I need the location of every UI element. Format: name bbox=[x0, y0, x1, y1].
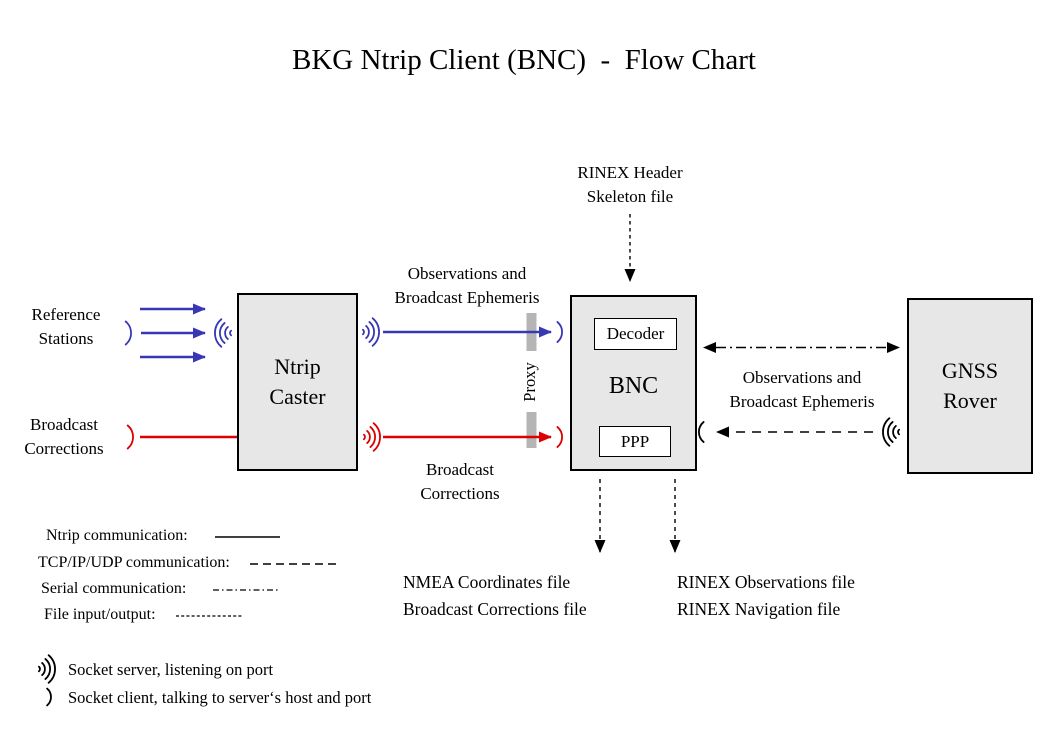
label-observations-ephemeris-top: Observations and Broadcast Ephemeris bbox=[394, 264, 540, 307]
node-gnss-rover: GNSS Rover bbox=[907, 298, 1033, 474]
node-bnc: Decoder BNC PPP bbox=[570, 295, 697, 471]
legend-socket-client: Socket client, talking to server‘s host … bbox=[68, 688, 372, 707]
legend-socket-server: Socket server, listening on port bbox=[68, 660, 274, 679]
socket-server-icon bbox=[38, 654, 56, 684]
label-rinex-header-skeleton: RINEX Header Skeleton file bbox=[577, 163, 683, 206]
socket-server-icon bbox=[882, 417, 900, 447]
legend-item-serial: Serial communication: bbox=[41, 580, 187, 597]
arrows-reference-stations-to-caster bbox=[140, 303, 206, 363]
legend-item-ntrip: Ntrip communication: bbox=[46, 527, 188, 544]
page-title: BKG Ntrip Client (BNC) - Flow Chart bbox=[292, 44, 756, 76]
label-nmea-output-files: NMEA Coordinates file Broadcast Correcti… bbox=[403, 572, 587, 619]
proxy-bar-top bbox=[526, 313, 537, 351]
socket-server-icon bbox=[362, 317, 380, 347]
node-label: BNC bbox=[608, 373, 659, 399]
node-label-line: Rover bbox=[943, 388, 997, 413]
node-label-line: Ntrip bbox=[274, 354, 321, 379]
socket-client-icon bbox=[124, 320, 132, 346]
socket-client-icon bbox=[556, 426, 563, 448]
legend-item-tcpip: TCP/IP/UDP communication: bbox=[38, 554, 230, 571]
node-ppp: PPP bbox=[599, 426, 671, 457]
node-label: PPP bbox=[620, 431, 650, 451]
label-proxy: Proxy bbox=[520, 362, 539, 402]
arrow-bnc-rover-serial bbox=[703, 342, 900, 353]
node-label-line: GNSS bbox=[941, 358, 999, 383]
legend-item-fileio: File input/output: bbox=[44, 606, 156, 623]
label-rinex-output-files: RINEX Observations file RINEX Navigation… bbox=[677, 572, 855, 619]
node-ntrip-caster: Ntrip Caster bbox=[237, 293, 358, 471]
proxy-bar-bottom bbox=[526, 412, 537, 448]
node-label: Decoder bbox=[606, 324, 665, 343]
socket-client-icon bbox=[556, 321, 563, 343]
socket-client-icon bbox=[126, 424, 134, 450]
socket-client-icon bbox=[46, 687, 52, 707]
label-observations-ephemeris-rover: Observations and Broadcast Ephemeris bbox=[729, 368, 875, 411]
socket-client-icon bbox=[698, 421, 705, 443]
node-label-line: Caster bbox=[269, 384, 326, 409]
label-broadcast-corrections-input: Broadcast Corrections bbox=[24, 415, 104, 458]
socket-server-icon bbox=[363, 422, 381, 452]
socket-server-icon bbox=[214, 318, 232, 348]
node-decoder: Decoder bbox=[594, 318, 677, 350]
label-broadcast-corrections-stream: Broadcast Corrections bbox=[420, 460, 500, 503]
label-reference-stations: Reference Stations bbox=[31, 305, 101, 348]
